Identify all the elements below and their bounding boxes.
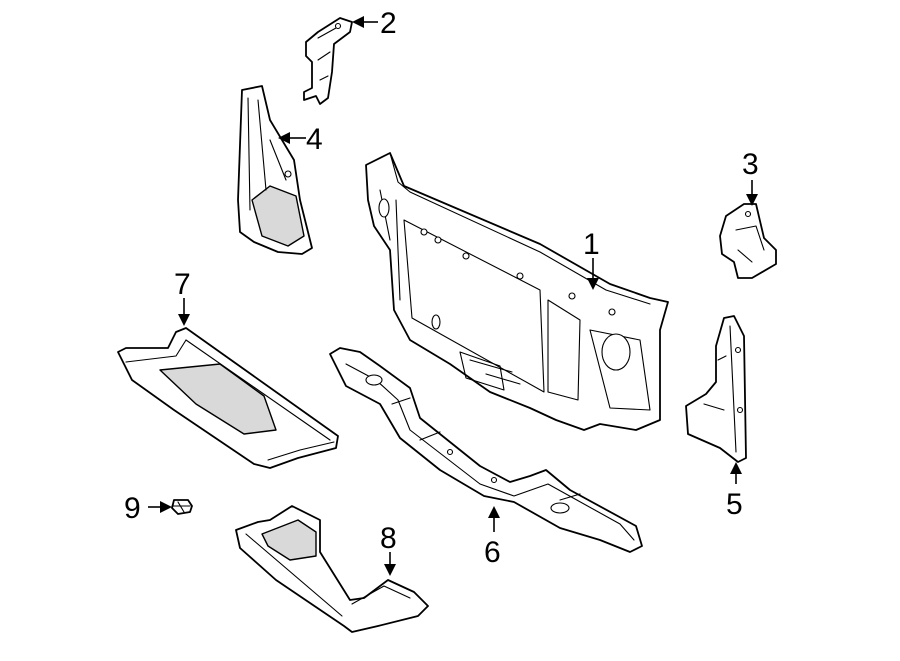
callout-6: 6 bbox=[484, 506, 501, 569]
part-3-bracket[interactable] bbox=[719, 203, 777, 279]
part-2-bracket[interactable] bbox=[303, 17, 353, 105]
callout-number: 2 bbox=[380, 7, 397, 40]
callout-number: 4 bbox=[306, 123, 323, 156]
callout-number: 1 bbox=[583, 228, 600, 261]
part-4-side-baffle[interactable] bbox=[237, 85, 313, 255]
part-8-deflector[interactable] bbox=[235, 505, 429, 633]
callout-5: 5 bbox=[726, 462, 743, 521]
part-6-tie-bar[interactable] bbox=[329, 347, 643, 553]
part-9-fastener[interactable] bbox=[171, 499, 193, 515]
part-7-lower-shield[interactable] bbox=[117, 327, 339, 469]
callout-number: 9 bbox=[124, 492, 141, 525]
callout-number: 3 bbox=[742, 148, 759, 181]
callout-number: 8 bbox=[380, 522, 397, 555]
part-1-radiator-support[interactable] bbox=[365, 152, 669, 431]
callout-2: 2 bbox=[352, 7, 397, 40]
callout-1: 1 bbox=[583, 228, 600, 290]
callout-3: 3 bbox=[742, 148, 759, 206]
callout-4: 4 bbox=[278, 123, 323, 156]
callout-9: 9 bbox=[124, 492, 172, 525]
callout-number: 6 bbox=[484, 536, 501, 569]
part-5-side-baffle[interactable] bbox=[685, 315, 747, 463]
callout-7: 7 bbox=[174, 268, 191, 326]
callout-number: 7 bbox=[174, 268, 191, 301]
callout-number: 5 bbox=[726, 488, 743, 521]
callout-8: 8 bbox=[380, 522, 397, 576]
